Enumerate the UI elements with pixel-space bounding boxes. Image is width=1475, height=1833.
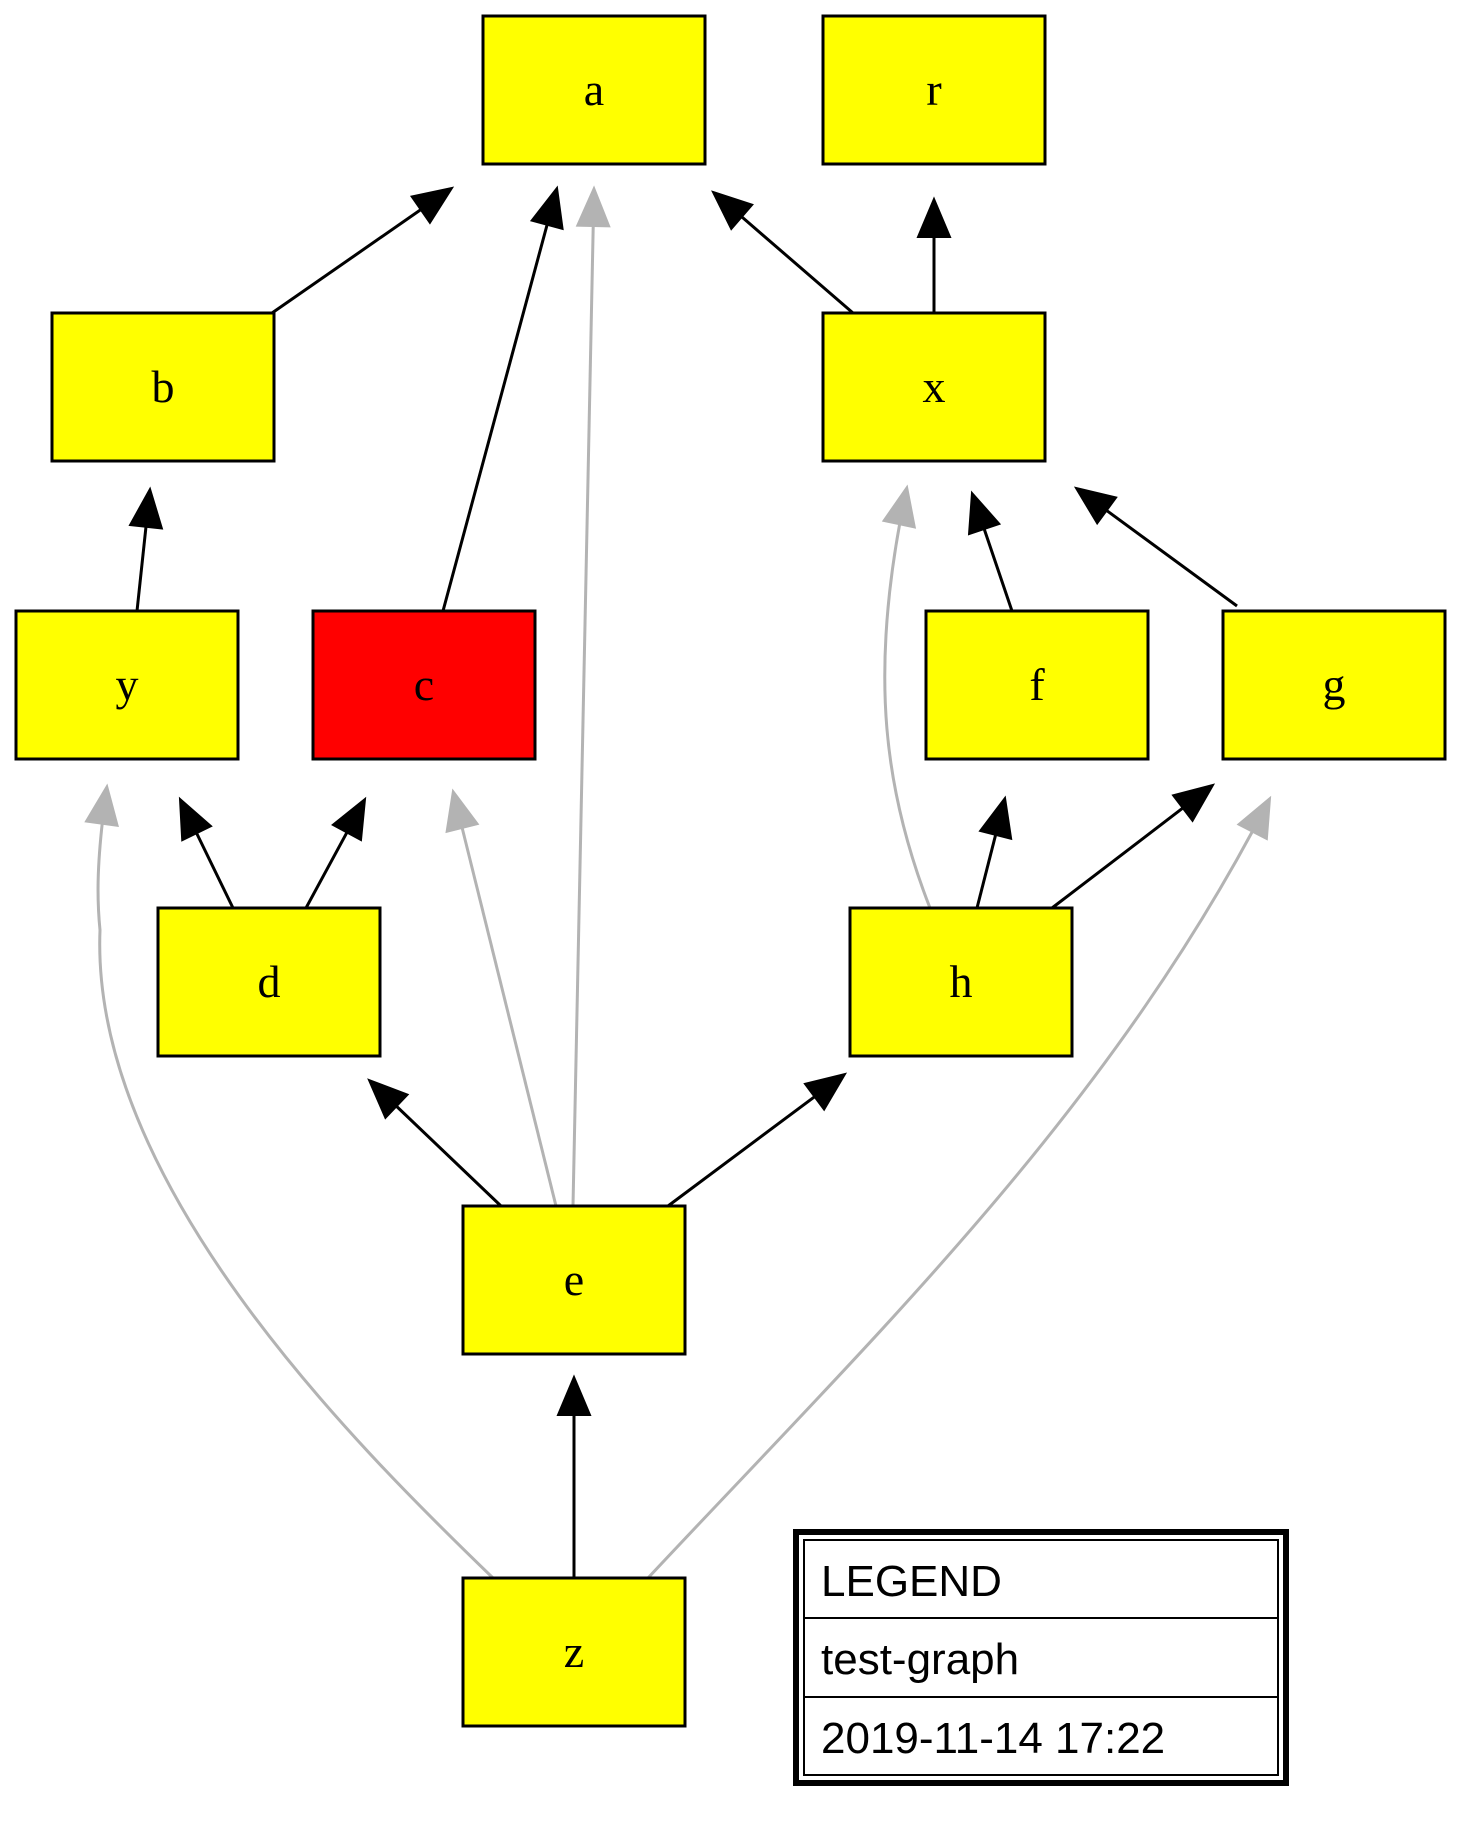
edge-e-to-c — [445, 788, 558, 1207]
edge-y-to-b — [128, 486, 164, 612]
arrowhead — [409, 186, 455, 225]
node-label: b — [152, 361, 175, 412]
edge-line — [571, 187, 596, 1207]
edge-x-to-r — [916, 196, 952, 313]
edge-line — [1051, 783, 1214, 910]
node-box — [821, 14, 1047, 166]
arrowhead — [967, 490, 1002, 536]
edge-line — [451, 790, 558, 1207]
edge-h-to-f — [975, 795, 1013, 909]
node-h: h — [848, 906, 1074, 1058]
edge-line — [367, 1078, 503, 1208]
legend-inner-border — [803, 1539, 1279, 1776]
edge-line — [970, 492, 1014, 612]
edge-c-to-a — [441, 185, 564, 612]
node-box — [311, 609, 537, 761]
node-box — [924, 609, 1150, 761]
edge-h-to-g — [1051, 783, 1216, 910]
edge-line — [135, 488, 152, 612]
node-box — [481, 14, 707, 166]
edge-x-to-a — [711, 190, 854, 315]
node-label: y — [116, 659, 139, 710]
edge-line — [304, 798, 367, 909]
edge-g-to-x — [1073, 486, 1238, 608]
node-x: x — [821, 311, 1047, 463]
edge-z-to-e — [556, 1374, 592, 1578]
edge-h-to-x — [881, 484, 932, 909]
node-r: r — [821, 14, 1047, 166]
legend-timestamp: 2019-11-14 17:22 — [821, 1714, 1165, 1763]
edge-z-to-g — [646, 795, 1272, 1580]
edge-line — [1075, 486, 1238, 608]
edge-line — [178, 798, 235, 909]
node-e: e — [461, 1204, 687, 1356]
arrowhead — [1171, 783, 1216, 823]
arrowhead — [367, 1078, 410, 1120]
node-z: z — [461, 1576, 687, 1728]
arrowhead — [556, 1374, 592, 1416]
node-box — [14, 609, 240, 761]
arrowhead — [445, 788, 480, 834]
edge-line — [712, 190, 854, 315]
node-label: x — [923, 361, 946, 412]
node-label: e — [564, 1254, 584, 1305]
edge-line — [975, 797, 1007, 909]
edge-z-to-y — [84, 783, 495, 1580]
node-label: g — [1323, 659, 1346, 710]
arrowhead — [916, 196, 952, 238]
arrowhead — [128, 486, 164, 530]
arrowhead — [178, 796, 213, 842]
edge-e-to-d — [367, 1078, 503, 1208]
arrowhead — [575, 185, 611, 228]
edge-line — [441, 187, 559, 612]
arrowhead — [978, 795, 1013, 841]
arrowhead — [84, 783, 119, 828]
edge-line — [883, 486, 932, 909]
legend-graph-name: test-graph — [821, 1635, 1019, 1684]
edge-d-to-y — [178, 796, 235, 909]
edge-f-to-x — [967, 490, 1014, 612]
legend-title: LEGEND — [821, 1557, 1002, 1606]
node-label: a — [584, 64, 604, 115]
node-box — [848, 906, 1074, 1058]
node-f: f — [924, 609, 1150, 761]
node-label: f — [1029, 659, 1045, 710]
arrowhead — [881, 484, 917, 529]
edge-d-to-c — [304, 796, 367, 909]
nodes-layer: a r b x y c f g d h e z — [14, 14, 1447, 1728]
node-y: y — [14, 609, 240, 761]
node-box — [50, 311, 276, 463]
node-label: h — [950, 956, 973, 1007]
node-label: d — [258, 956, 281, 1007]
node-box — [1221, 609, 1447, 761]
node-b: b — [50, 311, 276, 463]
legend-table: LEGEND test-graph 2019-11-14 17:22 — [793, 1529, 1289, 1786]
node-box — [461, 1576, 687, 1728]
node-box — [461, 1204, 687, 1356]
arrowhead — [529, 185, 564, 231]
edge-e-to-a — [571, 185, 611, 1207]
node-label: z — [564, 1626, 584, 1677]
node-box — [156, 906, 382, 1058]
node-d: d — [156, 906, 382, 1058]
edge-e-to-h — [667, 1072, 848, 1208]
arrowhead — [1236, 795, 1272, 841]
arrowhead — [1073, 486, 1118, 526]
arrowhead — [331, 796, 367, 842]
arrowhead — [803, 1072, 848, 1112]
node-g: g — [1221, 609, 1447, 761]
node-label: c — [414, 659, 434, 710]
arrowhead — [711, 190, 754, 231]
edges-layer — [84, 185, 1272, 1580]
edge-b-to-a — [271, 186, 455, 315]
node-c: c — [311, 609, 537, 761]
node-label: r — [926, 64, 941, 115]
legend-outer-border — [793, 1529, 1289, 1786]
node-box — [821, 311, 1047, 463]
edge-line — [646, 797, 1272, 1580]
node-a: a — [481, 14, 707, 166]
edge-line — [96, 785, 495, 1580]
